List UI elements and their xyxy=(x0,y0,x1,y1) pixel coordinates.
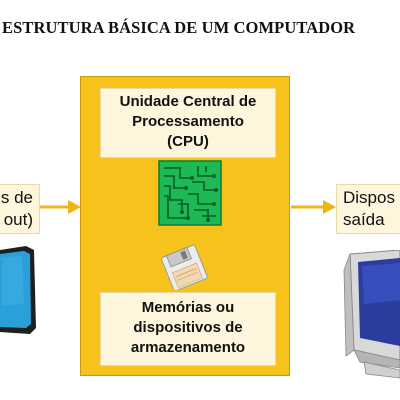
input-devices-box: s de out) xyxy=(0,184,40,234)
cpu-label-line2: Processamento xyxy=(132,113,244,130)
input-arrow xyxy=(40,200,81,214)
memory-label-line2: dispositivos de xyxy=(133,319,243,336)
memory-label-line1: Memórias ou xyxy=(141,299,235,316)
memory-label-line3: armazenamento xyxy=(130,339,246,356)
input-device-icon xyxy=(0,246,36,334)
output-label-line2: saída xyxy=(343,210,385,229)
monitor-icon xyxy=(343,250,400,379)
cpu-box: Unidade Central de Processamento (CPU) xyxy=(100,88,276,158)
output-label-line1: Dispos xyxy=(343,188,395,207)
floppy-disk-icon xyxy=(161,244,208,290)
input-label-line2: out) xyxy=(3,210,33,229)
cpu-label-line1: Unidade Central de xyxy=(119,93,257,110)
memory-box: Memórias ou dispositivos de armazenament… xyxy=(100,292,276,366)
output-arrow xyxy=(291,200,336,214)
input-label-line1: s de xyxy=(0,188,33,207)
cpu-chip-icon xyxy=(158,160,222,226)
output-devices-box: Dispos saída xyxy=(336,184,400,234)
cpu-label-line3: (CPU) xyxy=(167,133,209,150)
diagram-title: ESTRUTURA BÁSICA DE UM COMPUTADOR xyxy=(2,18,356,37)
